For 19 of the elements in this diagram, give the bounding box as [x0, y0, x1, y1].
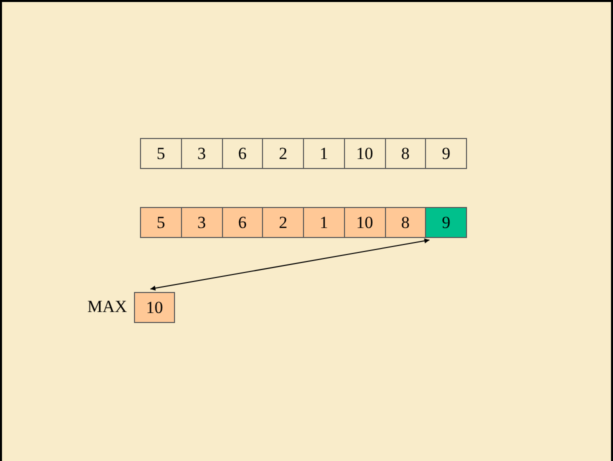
array-cell: 2: [262, 207, 304, 238]
array-cell: 5: [140, 138, 182, 169]
array-cell: 1: [303, 207, 345, 238]
array-cell: 8: [384, 207, 426, 238]
array-cell: 1: [303, 138, 345, 169]
array-cell: 10: [134, 292, 175, 323]
array-cell: 3: [180, 138, 222, 169]
array-cell: 9: [425, 138, 467, 169]
array-cell: 5: [140, 207, 182, 238]
array-cell: 8: [384, 138, 426, 169]
array-cell: 3: [180, 207, 222, 238]
array-cell: 9: [425, 207, 467, 238]
max-label: MAX: [87, 297, 127, 317]
array-cell: 6: [222, 138, 264, 169]
array-cell: 10: [344, 207, 386, 238]
array-cell: 10: [344, 138, 386, 169]
double-arrow: [150, 238, 430, 291]
array-cell: 6: [222, 207, 264, 238]
array-cell: 2: [262, 138, 304, 169]
